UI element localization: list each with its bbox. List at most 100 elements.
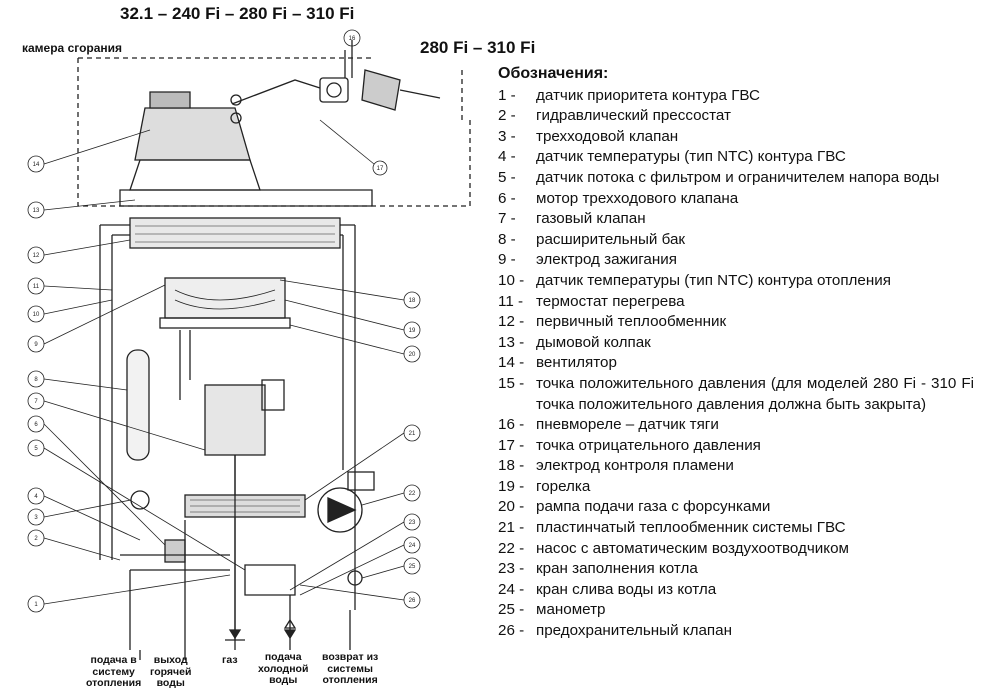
callout-13 [27, 199, 136, 219]
legend-item: 13 -дымовой колпак [498, 333, 974, 354]
legend-item-number: 19 - [498, 477, 525, 495]
legend-item-number: 1 - [498, 86, 516, 104]
legend-item-number: 23 - [498, 560, 525, 578]
callout-4 [27, 487, 141, 541]
legend-item-number: 17 - [498, 436, 525, 454]
legend-item-text: кран заполнения котла [536, 560, 698, 578]
primary-heat-exchanger [129, 217, 341, 249]
callout-number: 23 [409, 520, 416, 526]
burner [159, 277, 291, 329]
callout-number: 7 [34, 399, 38, 405]
callout-number: 3 [34, 515, 38, 521]
callout-24 [299, 536, 421, 596]
legend-item: 7 -газовый клапан [498, 209, 974, 230]
legend-item: 24 - кран слива воды из котла [498, 580, 974, 601]
legend-item: 15 -точка положительного давления (для м… [498, 374, 974, 415]
legend-item-text: первичный теплообменник [536, 313, 727, 331]
callout-26 [299, 584, 421, 609]
callout-number: 10 [33, 312, 40, 318]
legend-item: 4 -датчик температуры (тип NTC) контура … [498, 147, 974, 168]
variant-fan-detail [361, 69, 441, 111]
legend-item-number: 18 - [498, 457, 525, 475]
legend-item-number: 4 - [498, 148, 516, 166]
legend-item-text: горелка [536, 477, 591, 495]
callout-number: 19 [409, 328, 416, 334]
legend-item-text: точка положительного давления (для модел… [536, 374, 974, 413]
legend-item-text: пластинчатый теплообменник системы ГВС [536, 519, 846, 537]
callout-number: 26 [409, 598, 416, 604]
legend-item: 1 -датчик приоритета контура ГВС [498, 86, 974, 107]
legend-item-text: датчик потока с фильтром и ограничителем… [536, 168, 940, 186]
legend-item-number: 6 - [498, 189, 516, 207]
callout-23 [289, 513, 421, 591]
legend-item-text: вентилятор [536, 354, 617, 372]
callout-number: 20 [409, 352, 416, 358]
callout-9 [27, 284, 166, 353]
callout-number: 4 [34, 494, 38, 500]
expansion-tank [126, 349, 150, 461]
callout-number: 1 [34, 602, 38, 608]
legend-item-text: дымовой колпак [536, 333, 651, 351]
legend-item-text: электрод контроля пламени [536, 457, 734, 475]
legend-item-text: трехходовой клапан [536, 127, 679, 145]
legend-item-text: насос с автоматическим воздухоотводчиком [536, 539, 849, 557]
callout-labels: 1413121110987654321161718192021222324252… [33, 36, 416, 608]
plate-heat-exchanger [184, 494, 306, 518]
callout-number: 2 [34, 536, 38, 542]
legend-item-number: 22 - [498, 539, 525, 557]
air-pressure-switch [319, 40, 353, 103]
callout-number: 22 [409, 491, 416, 497]
callout-16 [343, 29, 361, 47]
callout-12 [27, 239, 131, 264]
legend-item-number: 10 - [498, 271, 525, 289]
pump [317, 471, 375, 533]
legend-item-text: манометр [536, 601, 606, 619]
legend-item-text: пневмореле – датчик тяги [536, 416, 719, 434]
legend-item-number: 3 - [498, 127, 516, 145]
legend-item: 12 - первичный теплообменник [498, 312, 974, 333]
callout-number: 11 [33, 284, 40, 290]
legend-item: 20 -рампа подачи газа с форсунками [498, 497, 974, 518]
legend-item: 9 -электрод зажигания [498, 250, 974, 271]
combustion-chamber-outline [77, 57, 471, 207]
callout-number: 21 [409, 431, 416, 437]
legend-item-number: 24 - [498, 580, 525, 598]
outlet-pipes [129, 455, 351, 650]
callout-1 [27, 574, 231, 613]
valve-motor [164, 539, 186, 563]
callout-25 [361, 557, 421, 579]
legend-item: 21 - пластинчатый теплообменник системы Г… [498, 518, 974, 539]
combustion-chamber-label: камера сгорания [22, 41, 123, 55]
boiler-schematic: 1413121110987654321161718192021222324252… [27, 29, 471, 660]
legend-item-text: гидравлический прессостат [536, 107, 731, 125]
callout-number: 9 [34, 342, 38, 348]
legend-item: 11 - термостат перегрева [498, 292, 974, 313]
legend-item: 23 - кран заполнения котла [498, 559, 974, 580]
legend-item-number: 21 - [498, 519, 525, 537]
legend-item: 5 -датчик потока с фильтром и ограничите… [498, 168, 974, 189]
legend-item-text: предохранительный клапан [536, 622, 732, 640]
legend-item-text: точка отрицательного давления [536, 436, 761, 454]
legend-item-number: 25 - [498, 601, 525, 619]
legend-item-text: кран слива воды из котла [536, 580, 717, 598]
callout-14 [27, 129, 151, 173]
callout-21 [304, 424, 421, 501]
heating-pipes [99, 225, 356, 610]
callout-2 [27, 529, 121, 561]
callout-18 [279, 279, 421, 309]
legend-item: 16 - пневмореле – датчик тяги [498, 415, 974, 436]
legend-item-number: 12 - [498, 313, 525, 331]
legend-item-text: мотор трехходового клапана [536, 189, 739, 207]
legend-item-text: термостат перегрева [536, 292, 685, 310]
legend-item-number: 14 - [498, 354, 525, 372]
legend-item-number: 16 - [498, 416, 525, 434]
legend-item: 17 - точка отрицательного давления [498, 436, 974, 457]
legend-item-text: датчик температуры (тип NTC) контура ото… [536, 271, 891, 289]
callout-5 [27, 439, 246, 571]
legend-item-number: 11 - [498, 292, 524, 310]
legend-item-number: 2 - [498, 107, 516, 125]
flue-hood [119, 189, 373, 207]
